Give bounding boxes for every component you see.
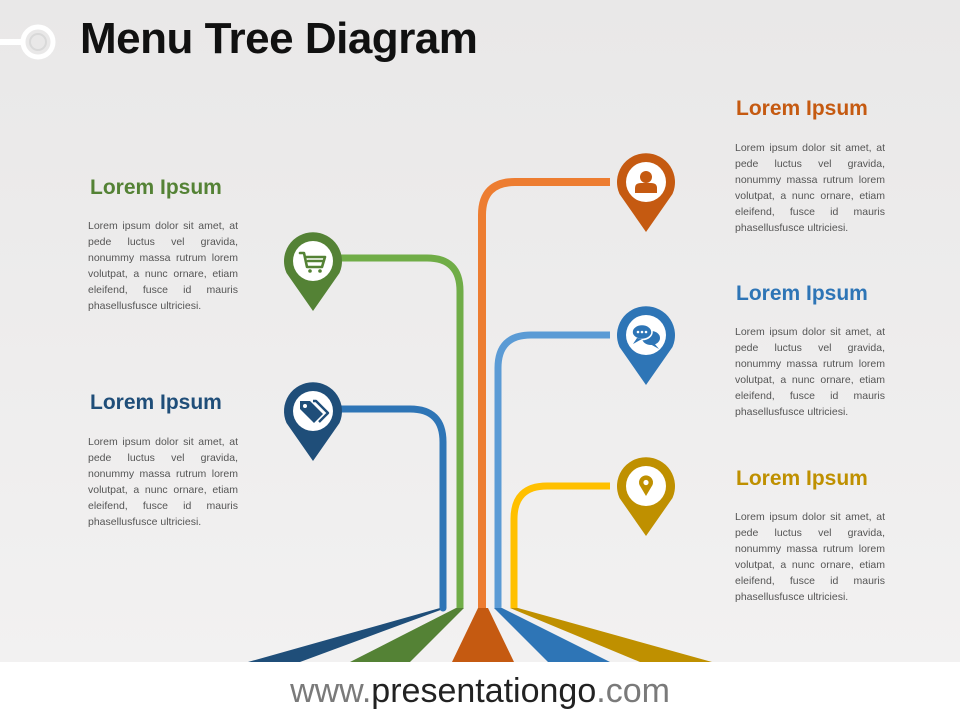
text-left-top: Lorem ipsum dolor sit amet, at pede luct… xyxy=(88,220,238,312)
footer-suffix: .com xyxy=(596,672,670,710)
branch-line-orange xyxy=(478,178,610,608)
heading-right-middle: Lorem Ipsum xyxy=(736,282,868,305)
pin-marker-gold xyxy=(617,457,675,536)
location-pin-icon xyxy=(639,475,653,496)
pin-marker-blue xyxy=(617,306,675,385)
branch-line-navy xyxy=(332,405,447,612)
header-marker-icon xyxy=(0,24,56,60)
pin-marker-orange xyxy=(617,153,675,232)
heading-right-top: Lorem Ipsum xyxy=(736,97,868,120)
footer-prefix: www. xyxy=(290,672,372,710)
menu-tree-diagram xyxy=(248,153,712,662)
pin-marker-navy xyxy=(284,382,342,461)
text-right-top: Lorem ipsum dolor sit amet, at pede luct… xyxy=(735,142,885,234)
text-right-bottom: Lorem ipsum dolor sit amet, at pede luct… xyxy=(735,511,885,603)
chat-bubbles-icon xyxy=(631,323,660,349)
branch-line-blue xyxy=(494,331,610,608)
branch-line-gold xyxy=(510,482,610,608)
page-title: Menu Tree Diagram xyxy=(80,14,478,63)
user-icon xyxy=(635,171,657,193)
footer-brand: presentationgo xyxy=(371,672,597,710)
tags-icon xyxy=(300,399,330,423)
fan-base-gold xyxy=(510,608,712,662)
text-left-bottom: Lorem ipsum dolor sit amet, at pede luct… xyxy=(88,436,238,528)
pin-marker-green xyxy=(284,232,342,311)
fan-base-navy xyxy=(248,608,446,662)
heading-left-top: Lorem Ipsum xyxy=(90,176,222,199)
footer-website: www.presentationgo.com xyxy=(0,662,960,720)
fan-base-green xyxy=(350,608,464,662)
branch-line-green xyxy=(336,254,464,608)
shopping-cart-icon xyxy=(298,251,327,273)
heading-right-bottom: Lorem Ipsum xyxy=(736,467,868,490)
heading-left-bottom: Lorem Ipsum xyxy=(90,391,222,414)
fan-base-orange xyxy=(452,608,514,662)
text-right-middle: Lorem ipsum dolor sit amet, at pede luct… xyxy=(735,326,885,418)
fan-base-blue xyxy=(494,608,610,662)
